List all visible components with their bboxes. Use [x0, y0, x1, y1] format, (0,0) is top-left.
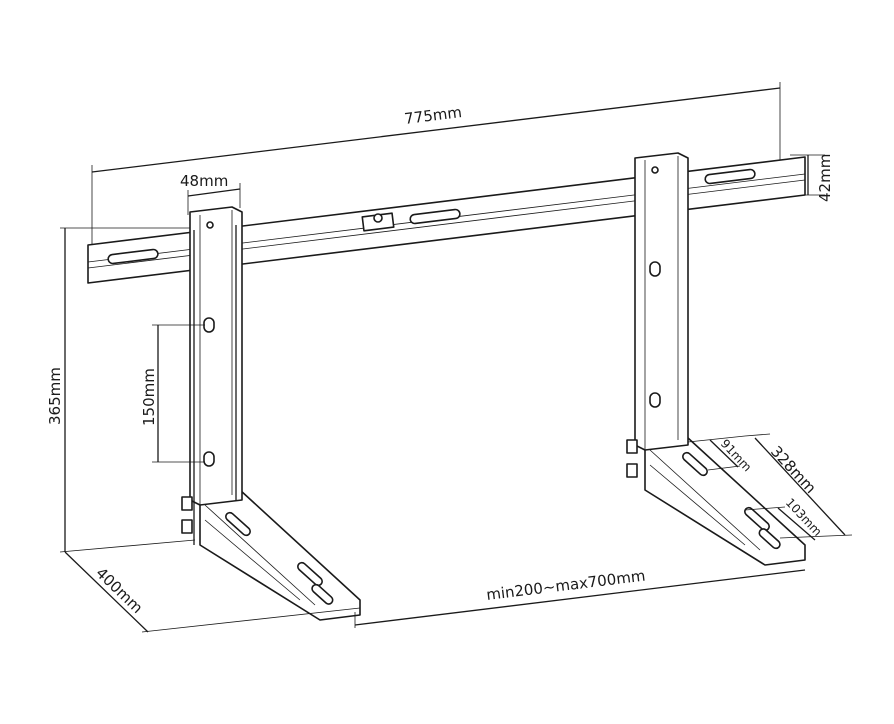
label-bracket-height: 365mm — [46, 367, 64, 425]
label-slot-offset-1: 91mm — [718, 436, 755, 474]
dim-bracket-spacing: min200~max700mm — [354, 567, 806, 628]
label-rail-length: 775mm — [403, 103, 463, 128]
label-rail-height: 42mm — [816, 154, 834, 202]
dim-bracket-width: 48mm — [180, 172, 241, 215]
label-arm-depth: 400mm — [92, 564, 146, 617]
left-bracket — [181, 206, 361, 621]
right-bracket — [626, 152, 806, 566]
dim-hole-spacing: 150mm — [140, 324, 205, 463]
dim-rail-height: 42mm — [790, 154, 834, 202]
label-bracket-width: 48mm — [180, 172, 228, 190]
dim-bracket-height: 365mm — [46, 227, 196, 553]
label-arm-length: 328mm — [767, 442, 820, 497]
label-hole-spacing: 150mm — [140, 368, 158, 426]
label-bracket-spacing: min200~max700mm — [485, 567, 646, 604]
